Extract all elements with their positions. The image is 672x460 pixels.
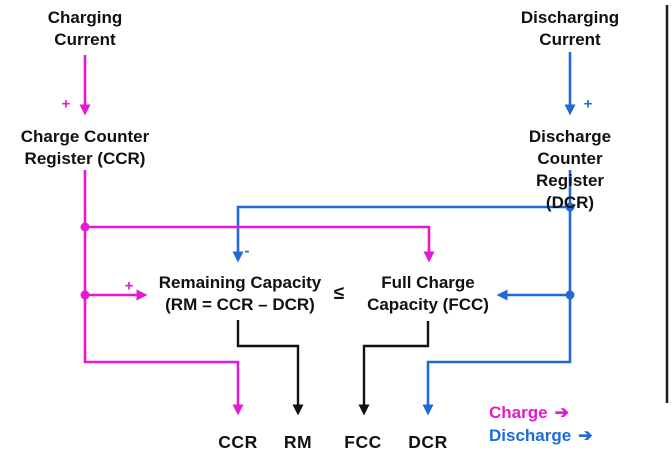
full-charge-capacity-label: Full Charge Capacity (FCC) — [367, 273, 489, 314]
charge-counter-register-label: Charge Counter Register (CCR) — [20, 127, 150, 168]
remaining-capacity-label: Remaining Capacity (RM = CCR – DCR) — [158, 273, 322, 314]
dcr-plus-sign: + — [583, 95, 593, 113]
less-equal-comparator: ≤ — [333, 283, 345, 304]
dcr-output-line — [422, 170, 572, 416]
output-label-rm: RM — [283, 432, 313, 452]
dcr-junction-dot-2 — [565, 290, 575, 300]
rm-plus-sign: + — [124, 277, 134, 295]
charge-arrow-icon: ➔ — [554, 403, 569, 422]
ccr-to-fcc-line — [85, 225, 435, 263]
fcc-output-line — [358, 321, 430, 416]
ccr-output-line — [83, 170, 244, 416]
charging-current-label: Charging Current — [47, 8, 123, 49]
output-label-ccr: CCR — [218, 432, 258, 452]
dcr-junction-dot-1 — [565, 202, 575, 212]
rm-output-line — [236, 320, 304, 416]
ccr-junction-dot-2 — [80, 290, 90, 300]
legend-discharge: Discharge ➔ — [489, 427, 592, 445]
discharging-current-label: Discharging Current — [520, 8, 620, 49]
output-label-fcc: FCC — [344, 432, 382, 452]
discharge-arrow-icon: ➔ — [578, 426, 593, 445]
output-label-dcr: DCR — [408, 432, 448, 452]
legend-discharge-label: Discharge — [489, 426, 572, 445]
discharge-counter-register-label: Discharge Counter Register (DCR) — [528, 127, 612, 212]
ccr-junction-dot-1 — [80, 222, 90, 232]
ccr-plus-sign: + — [61, 95, 71, 113]
rm-minus-sign: - — [244, 242, 250, 260]
legend-charge-label: Charge — [489, 403, 548, 422]
legend-charge: Charge ➔ — [489, 404, 569, 422]
dcr-to-rm-line — [232, 205, 570, 263]
